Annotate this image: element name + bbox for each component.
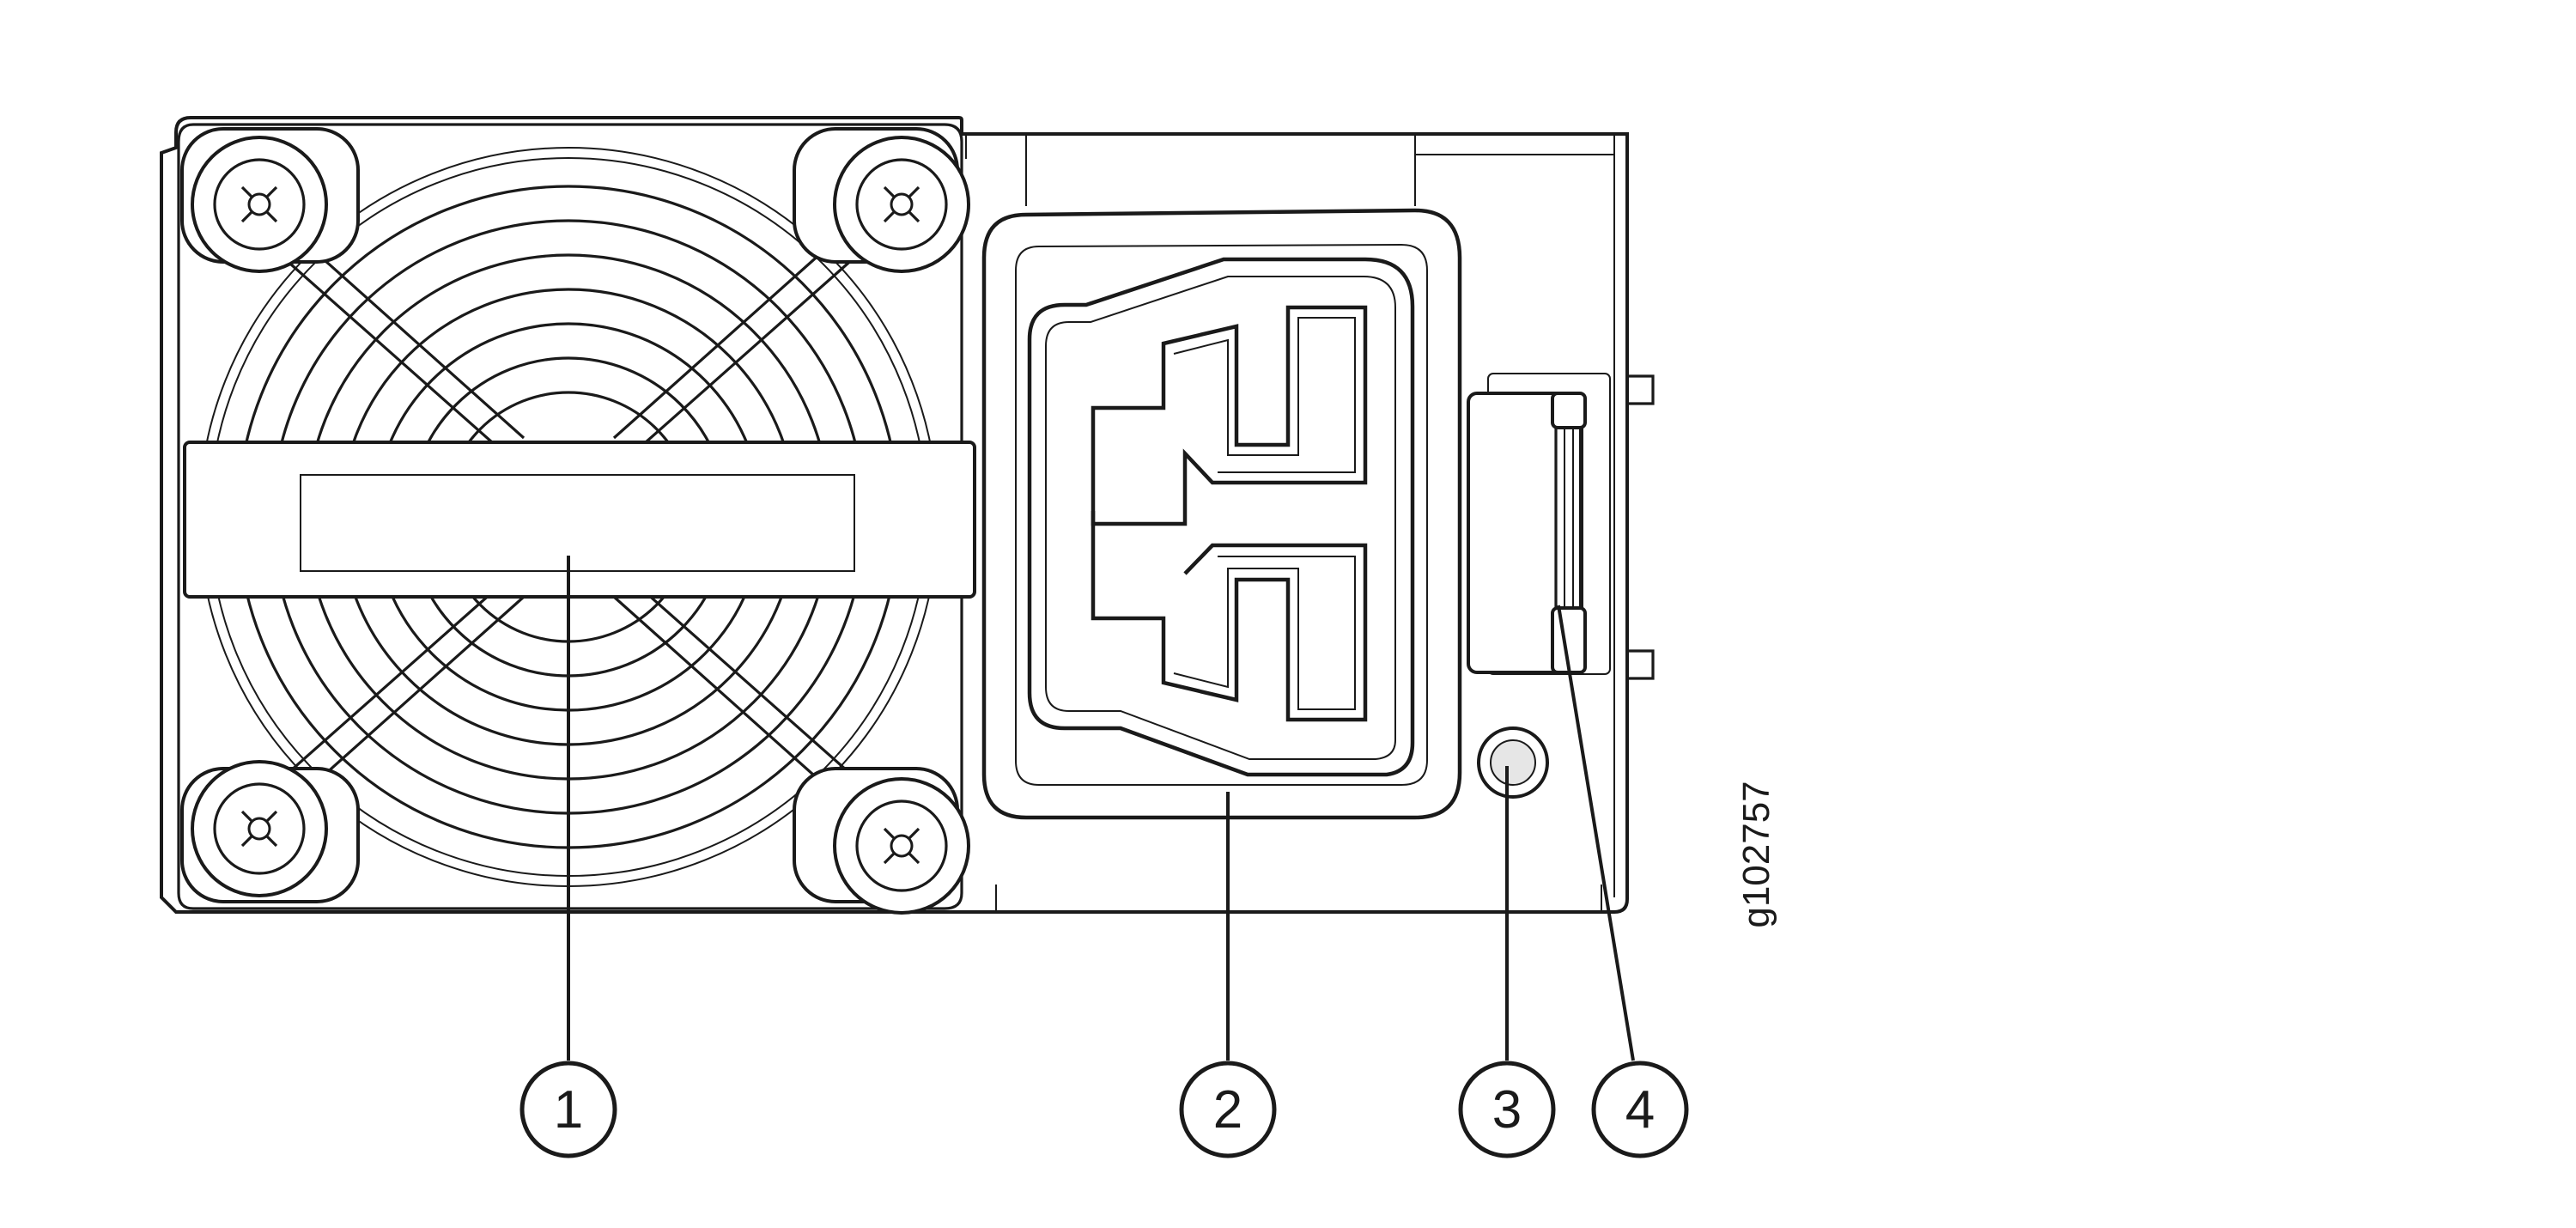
- callout-3: 3: [1458, 766, 1556, 1158]
- fan-assembly: [177, 123, 976, 915]
- ejector-lever: [1467, 373, 1611, 675]
- fan-screw-bottom-left: [180, 760, 360, 903]
- status-led: [1477, 726, 1549, 799]
- callout-2: 2: [1179, 792, 1277, 1158]
- callout-4-label: 4: [1625, 1080, 1655, 1140]
- callout-3-label: 3: [1492, 1080, 1522, 1140]
- power-supply-handle: [183, 441, 976, 599]
- callout-4: 4: [1557, 605, 1689, 1158]
- fan-screw-top-left: [180, 127, 360, 273]
- figure-id: g102757: [1735, 781, 1777, 927]
- callout-2-label: 2: [1213, 1080, 1242, 1140]
- fan-guard-cross: [282, 237, 856, 798]
- fan-screw-bottom-right: [793, 767, 970, 915]
- fan-screw-top-right: [793, 127, 970, 273]
- callout-1: 1: [519, 556, 617, 1158]
- ac-power-inlet: [981, 208, 1462, 820]
- callout-1-label: 1: [554, 1080, 583, 1140]
